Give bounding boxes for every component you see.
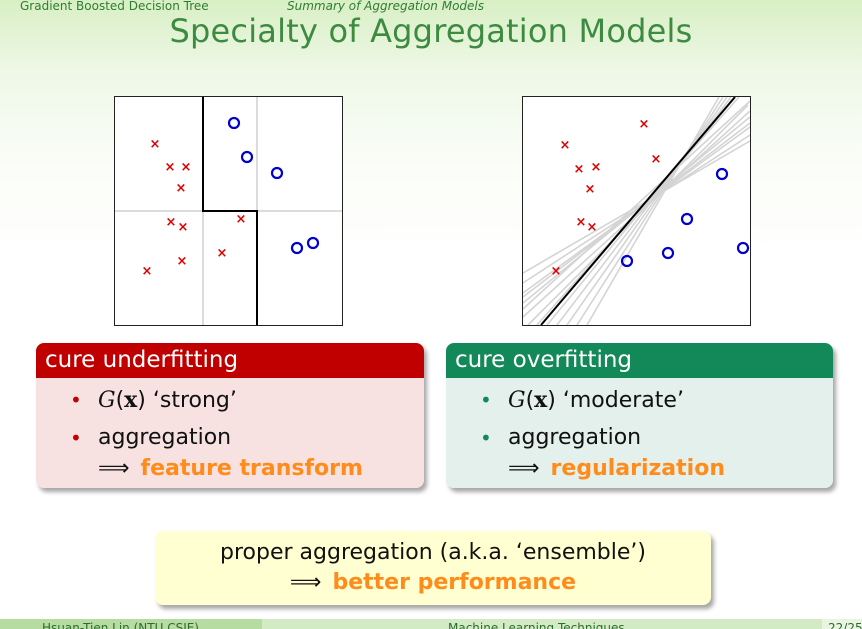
circle-mark	[715, 167, 729, 181]
underfit-item-strong: • G(x) ‘strong’	[36, 384, 424, 422]
circle-mark	[620, 254, 634, 268]
underfit-body: • G(x) ‘strong’ • aggregation ⟹ feature …	[36, 378, 424, 488]
underfit-item-aggregation: • aggregation	[36, 422, 424, 460]
circle-mark	[270, 166, 284, 180]
underfit-highlight: feature transform	[140, 456, 363, 481]
cross-mark: ×	[574, 162, 585, 177]
implies-arrow: ⟹	[98, 456, 130, 481]
cross-mark: ×	[587, 220, 598, 235]
implies-arrow: ⟹	[289, 570, 322, 595]
bullet-icon: •	[70, 426, 82, 450]
bullet-icon: •	[480, 426, 492, 450]
footer-page: 22/25	[828, 621, 862, 629]
note-line1: proper aggregation (a.k.a. ‘ensemble’)	[220, 540, 646, 565]
footer-page-seg: 22/25	[822, 619, 862, 629]
overfit-block: cure overfitting • G(x) ‘moderate’ • agg…	[446, 343, 833, 488]
footer-author-seg: Hsuan-Tien Lin (NTU CSIE)	[0, 619, 262, 629]
footer-course-seg: Machine Learning Techniques	[262, 619, 822, 629]
overfit-heading: cure overfitting	[446, 343, 833, 378]
linear-plot-svg: × × × × × × × × ×	[523, 97, 750, 325]
footer-course: Machine Learning Techniques	[448, 621, 625, 629]
implies-arrow: ⟹	[508, 456, 540, 481]
circle-mark	[661, 246, 675, 260]
circle-mark	[680, 212, 694, 226]
underfit-item1-text: ‘strong’	[152, 388, 237, 413]
overfit-highlight: regularization	[550, 456, 725, 481]
cross-mark: ×	[178, 220, 189, 235]
slide-title: Specialty of Aggregation Models	[169, 12, 693, 50]
bagged-lines	[523, 97, 750, 325]
cross-mark: ×	[585, 182, 596, 197]
circle-mark	[290, 241, 304, 255]
overfit-item-aggregation: • aggregation	[446, 422, 833, 460]
nav-subsection[interactable]: Summary of Aggregation Models	[287, 0, 484, 13]
cross-mark: ×	[142, 264, 153, 279]
overfit-result: ⟹ regularization	[446, 454, 833, 484]
bullet-icon: •	[480, 388, 492, 412]
cross-mark: ×	[236, 212, 247, 227]
cross-mark: ×	[176, 181, 187, 196]
tree-boundary	[202, 97, 258, 325]
overfit-item2-text: aggregation	[508, 425, 642, 450]
cross-mark: ×	[576, 215, 587, 230]
math-x: x	[124, 387, 138, 413]
cross-mark: ×	[177, 254, 188, 269]
circle-mark	[240, 150, 254, 164]
note-highlight: better performance	[332, 570, 577, 595]
nav-section[interactable]: Gradient Boosted Decision Tree	[20, 0, 209, 13]
tree-plot-svg: × × × × × × × × × ×	[115, 97, 342, 325]
cross-mark: ×	[639, 117, 650, 132]
cross-mark: ×	[651, 152, 662, 167]
cross-mark: ×	[166, 215, 177, 230]
blended-line	[540, 97, 736, 325]
footer-author: Hsuan-Tien Lin (NTU CSIE)	[42, 621, 199, 629]
cross-mark: ×	[165, 160, 176, 175]
cross-mark: ×	[551, 264, 562, 279]
math-x: x	[534, 387, 548, 413]
linear-plot: × × × × × × × × ×	[522, 96, 751, 326]
footer-bar: Hsuan-Tien Lin (NTU CSIE) Machine Learni…	[0, 619, 862, 629]
note-line2: ⟹ better performance	[155, 568, 711, 598]
math-g: G	[98, 388, 116, 413]
underfit-heading: cure underfitting	[36, 343, 424, 378]
bullet-icon: •	[70, 388, 82, 412]
nav-bar: Gradient Boosted Decision Tree Summary o…	[0, 0, 862, 14]
underfit-block: cure underfitting • G(x) ‘strong’ • aggr…	[36, 343, 424, 488]
cross-mark: ×	[217, 246, 228, 261]
underfit-result: ⟹ feature transform	[36, 454, 424, 484]
cross-mark: ×	[150, 137, 161, 152]
circle-mark	[736, 241, 750, 255]
circle-mark	[306, 236, 320, 250]
overfit-item1-text: ‘moderate’	[562, 388, 684, 413]
cross-mark: ×	[560, 138, 571, 153]
summary-note: proper aggregation (a.k.a. ‘ensemble’) ⟹…	[155, 531, 711, 605]
underfit-item2-text: aggregation	[98, 425, 232, 450]
cross-mark: ×	[181, 160, 192, 175]
overfit-body: • G(x) ‘moderate’ • aggregation ⟹ regula…	[446, 378, 833, 488]
cross-mark: ×	[591, 160, 602, 175]
tree-plot: × × × × × × × × × ×	[114, 96, 343, 326]
overfit-item-moderate: • G(x) ‘moderate’	[446, 384, 833, 422]
math-g: G	[508, 388, 526, 413]
circle-mark	[227, 116, 241, 130]
